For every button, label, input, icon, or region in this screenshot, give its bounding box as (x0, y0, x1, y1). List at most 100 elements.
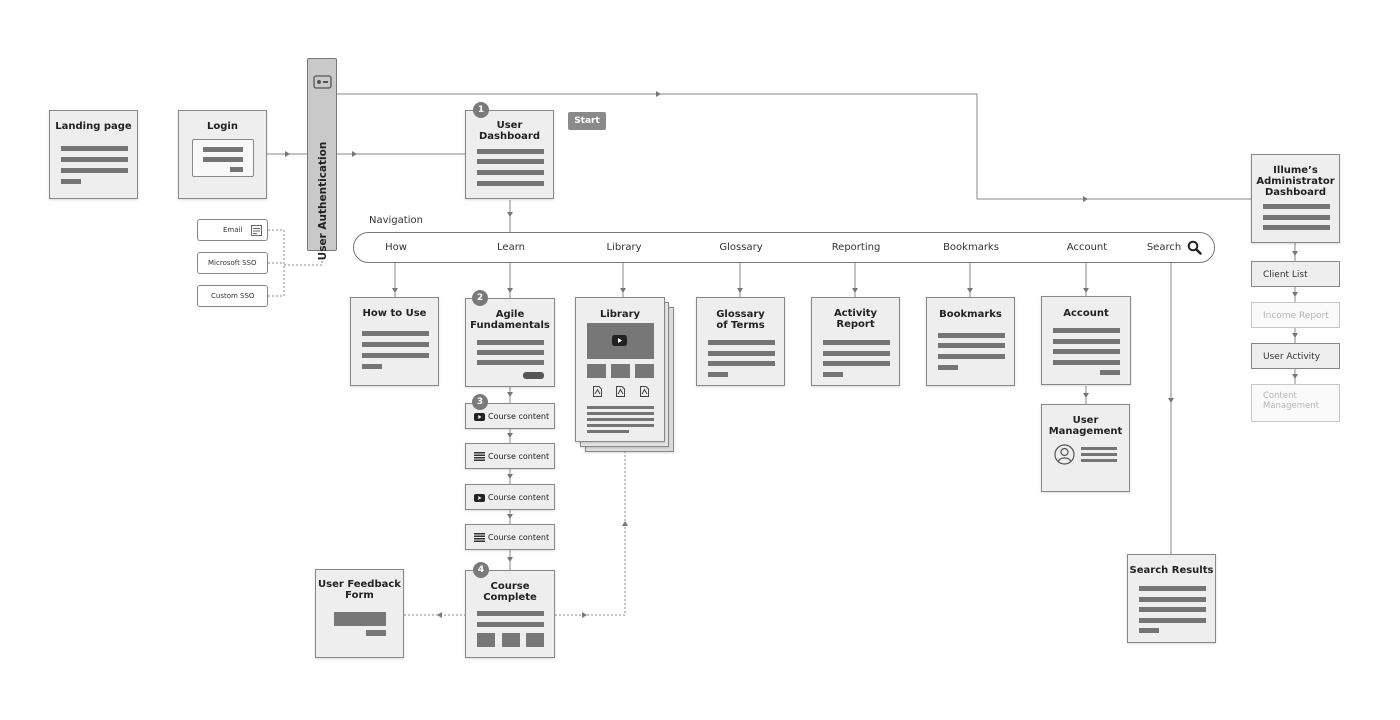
user-authentication-bar[interactable]: User Authentication (307, 58, 337, 260)
text-line (1263, 204, 1330, 209)
landing-page-title: Landing page (55, 121, 132, 132)
text-line (61, 168, 128, 173)
text-line (362, 353, 429, 358)
text-line (1263, 225, 1330, 230)
text-line (938, 333, 1005, 338)
step-badge-4: 4 (473, 562, 489, 578)
login-option-email[interactable]: Email (197, 219, 268, 241)
thumbnail (477, 633, 495, 647)
thumbnail (611, 364, 630, 378)
text-line (477, 340, 544, 345)
nav-item-library[interactable]: Library (606, 242, 642, 253)
text-line (823, 372, 843, 377)
step-badge-2: 2 (472, 290, 488, 306)
login-option-custom-sso[interactable]: Custom SSO (197, 285, 268, 307)
text-line (823, 340, 890, 345)
account-card[interactable]: Account (1041, 296, 1131, 385)
admin-item-income-report[interactable]: Income Report (1251, 302, 1340, 328)
course-content-step-4[interactable]: Course content (465, 524, 555, 550)
how-to-use-card[interactable]: How to Use (350, 297, 439, 386)
text-line (1081, 459, 1117, 462)
admin-item-content-management[interactable]: Content Management (1251, 384, 1340, 422)
text-line (708, 372, 728, 377)
text-line (1139, 597, 1206, 602)
nav-item-bookmarks[interactable]: Bookmarks (943, 242, 999, 253)
navigation-bar: How Learn Library Glossary Reporting Boo… (353, 232, 1215, 263)
text-line (1053, 349, 1120, 354)
text-line (708, 340, 775, 345)
search-results-card[interactable]: Search Results (1127, 554, 1216, 643)
bookmarks-card[interactable]: Bookmarks (926, 297, 1015, 386)
continue-button-shape (523, 372, 544, 379)
text-line (477, 622, 544, 627)
video-thumbnail (587, 323, 654, 359)
nav-item-glossary[interactable]: Glossary (719, 242, 763, 253)
text-line (938, 365, 958, 370)
text-line (477, 170, 544, 175)
nav-item-reporting[interactable]: Reporting (831, 242, 881, 253)
magnifier-icon[interactable] (1187, 240, 1202, 255)
course-content-step-3[interactable]: Course content (465, 484, 555, 510)
login-title: Login (207, 121, 238, 132)
text-line (1263, 215, 1330, 220)
text-line (1139, 607, 1206, 612)
text-line (477, 149, 544, 154)
text-line (1139, 628, 1159, 633)
text-lines-icon (474, 452, 485, 461)
landing-page-card[interactable]: Landing page (49, 110, 138, 199)
video-play-icon (474, 494, 485, 502)
text-line (587, 424, 654, 427)
nav-item-how[interactable]: How (385, 242, 407, 253)
step-badge-3: 3 (472, 394, 488, 410)
login-option-microsoft-sso[interactable]: Microsoft SSO (197, 252, 268, 274)
login-card[interactable]: Login (178, 110, 267, 199)
step-badge-1: 1 (473, 102, 489, 118)
thumbnail (587, 364, 606, 378)
login-option-label: Email (223, 226, 243, 234)
account-title: Account (1063, 308, 1109, 319)
video-play-icon (612, 335, 627, 346)
navigation-label: Navigation (369, 215, 423, 226)
start-button[interactable]: Start (568, 112, 606, 130)
library-card[interactable]: Library (575, 297, 665, 442)
text-line (362, 331, 429, 336)
pdf-icon (616, 386, 625, 397)
nav-item-search[interactable]: Search (1146, 242, 1182, 253)
course-content-label: Course content (488, 493, 550, 502)
text-line (1081, 453, 1117, 456)
text-line (823, 361, 890, 366)
login-option-label: Custom SSO (211, 292, 255, 300)
admin-item-client-list[interactable]: Client List (1251, 261, 1340, 287)
text-line (203, 147, 243, 152)
text-line (587, 412, 654, 415)
course-content-label: Course content (488, 533, 550, 542)
text-line (230, 167, 243, 172)
text-line (1100, 370, 1120, 375)
text-line (477, 611, 544, 616)
nav-item-learn[interactable]: Learn (497, 242, 525, 253)
text-line (477, 350, 544, 355)
admin-item-user-activity[interactable]: User Activity (1251, 343, 1340, 369)
text-line (587, 418, 654, 421)
text-line (938, 343, 1005, 348)
nav-item-account[interactable]: Account (1066, 242, 1108, 253)
text-line (1053, 360, 1120, 365)
login-form (192, 139, 254, 177)
user-authentication-label: User Authentication (317, 141, 329, 261)
how-to-use-title: How to Use (362, 308, 427, 319)
course-content-step-2[interactable]: Course content (465, 443, 555, 469)
video-play-icon (474, 413, 485, 421)
